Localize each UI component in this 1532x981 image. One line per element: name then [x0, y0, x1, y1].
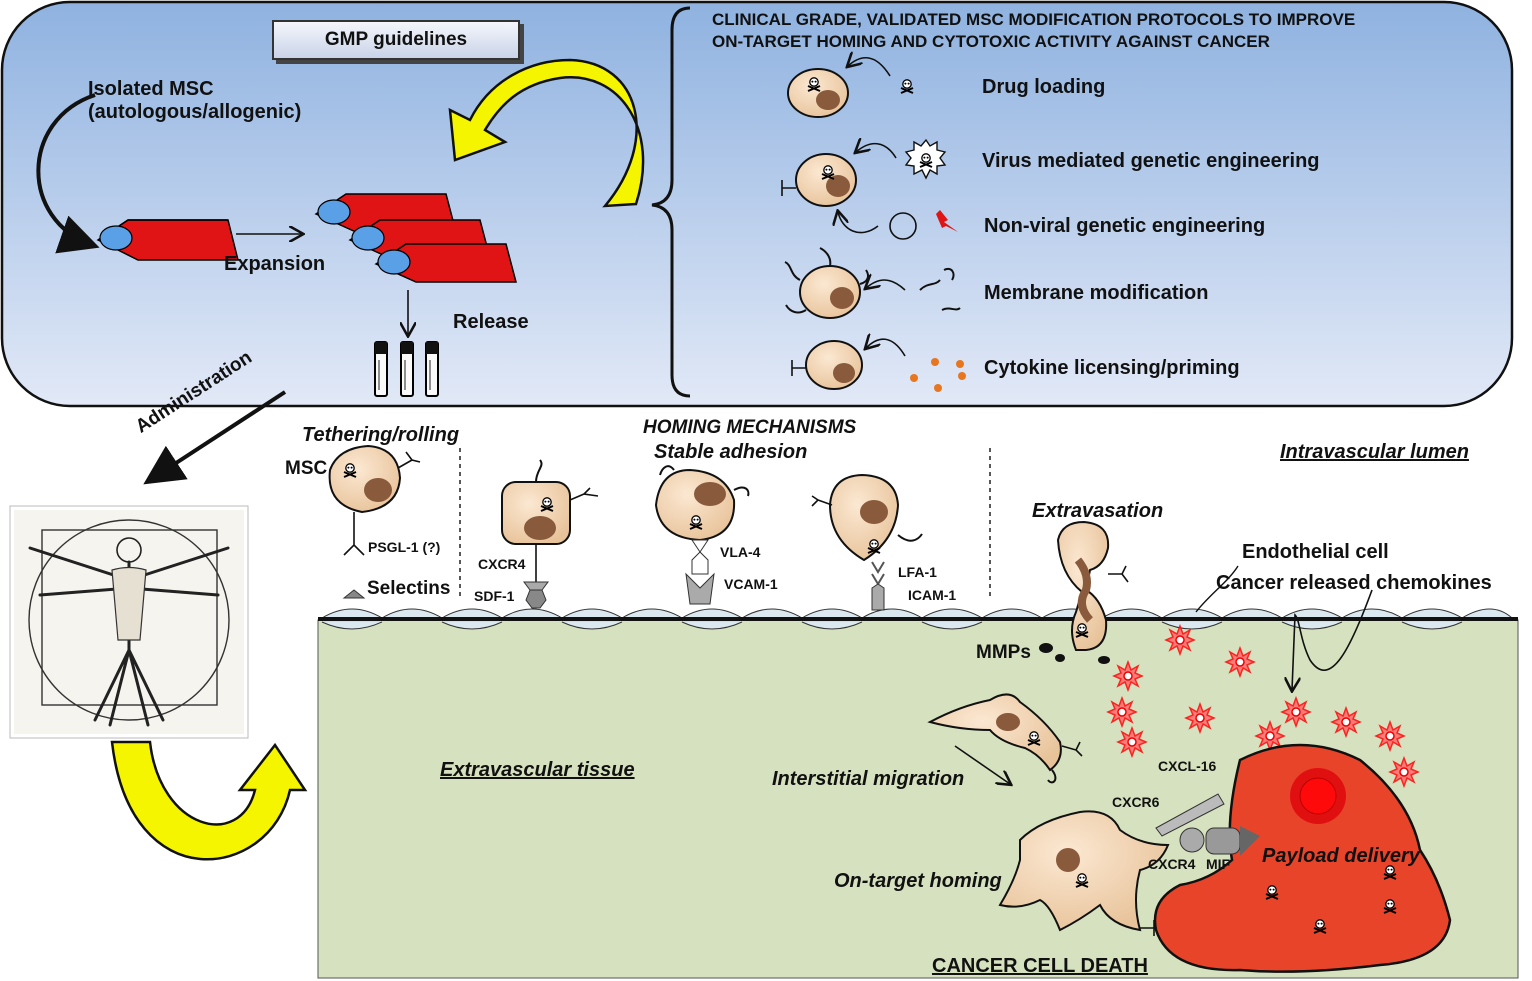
tethering-label: Tethering/rolling: [302, 424, 460, 446]
human-figure-image: [9, 505, 249, 739]
msc-vla4-cell: [654, 465, 750, 605]
membrane-cell: [784, 247, 961, 319]
expansion-label: Expansion: [224, 253, 326, 275]
protocol-virus: Virus mediated genetic engineering: [982, 150, 1320, 172]
vial: [374, 341, 388, 397]
isolated-msc-sublabel: (autologous/allogenic): [88, 101, 302, 123]
isolated-msc-label: Isolated MSC: [88, 78, 214, 100]
msc-lfa1-cell: [811, 473, 923, 611]
cxcl16-label: CXCL-16: [1158, 758, 1217, 774]
chemokines-label: Cancer released chemokines: [1216, 572, 1492, 594]
extravasation-label: Extravasation: [1032, 500, 1164, 522]
protocol-membrane: Membrane modification: [984, 282, 1209, 304]
selectins-label: Selectins: [367, 578, 451, 599]
ontarget-label: On-target homing: [834, 870, 1002, 892]
chemokine-arrow: [1292, 589, 1373, 690]
protocol-panel: [0, 0, 1514, 408]
administration-arrow: [143, 390, 287, 485]
protocol-nonviral: Non-viral genetic engineering: [984, 215, 1266, 237]
mmps-label: MMPs: [976, 642, 1031, 663]
vcam1-label: VCAM-1: [724, 576, 778, 592]
msc-extravasation-cell: [1039, 520, 1129, 664]
vla4-label: VLA-4: [720, 544, 761, 560]
cancer-cell: [1153, 743, 1452, 973]
protocol-cytokine: Cytokine licensing/priming: [984, 357, 1240, 379]
protocol-header-line1: CLINICAL GRADE, VALIDATED MSC MODIFICATI…: [712, 10, 1356, 29]
msc-cxcr4-cell: [501, 459, 599, 609]
protocol-header-line2: ON-TARGET HOMING AND CYTOTOXIC ACTIVITY …: [712, 32, 1270, 51]
cxcr4-mif-label: CXCR4: [1148, 856, 1196, 872]
msc-migrating-cell: [927, 693, 1083, 784]
culture-flask: [96, 219, 239, 261]
mif-label: MIF: [1206, 856, 1231, 872]
interstitial-label: Interstitial migration: [772, 768, 965, 790]
msc-label: MSC: [285, 458, 328, 479]
receptor-complex: [1155, 793, 1260, 856]
virus-cell: [781, 140, 958, 240]
vial: [425, 341, 439, 397]
protocol-drug-loading: Drug loading: [982, 76, 1106, 98]
msc-homing-cell: [998, 810, 1170, 936]
gmp-guidelines-box: GMP guidelines: [272, 20, 520, 60]
lfa1-label: LFA-1: [898, 564, 937, 580]
stable-adhesion-label: Stable adhesion: [654, 441, 808, 463]
cxcr6-label: CXCR6: [1112, 794, 1160, 810]
drug-loading-cell: [787, 58, 914, 118]
extravascular-label: Extravascular tissue: [440, 759, 635, 781]
protocol-brace: [651, 6, 691, 398]
cytokine-cell: [791, 339, 966, 392]
yellow-return-arrow: [110, 740, 308, 861]
cancer-death-label: CANCER CELL DEATH: [932, 955, 1148, 977]
psgl1-label: PSGL-1 (?): [368, 539, 441, 555]
endothelial-label: Endothelial cell: [1242, 541, 1389, 563]
yellow-loop-arrow: [448, 58, 645, 208]
endothelial-pointer: [1195, 565, 1239, 613]
sdf1-label: SDF-1: [474, 588, 515, 604]
intravascular-label: Intravascular lumen: [1280, 441, 1469, 463]
vial: [400, 341, 414, 397]
icam1-label: ICAM-1: [908, 587, 957, 603]
msc-tethering-cell: [328, 444, 421, 599]
homing-mechanisms-title: HOMING MECHANISMS: [643, 417, 857, 438]
payload-label: Payload delivery: [1262, 845, 1420, 867]
endothelium: [320, 608, 1514, 630]
culture-flask: [374, 243, 517, 283]
isolation-arrow: [36, 93, 100, 254]
cxcr4-label: CXCR4: [478, 556, 526, 572]
release-label: Release: [453, 311, 529, 333]
